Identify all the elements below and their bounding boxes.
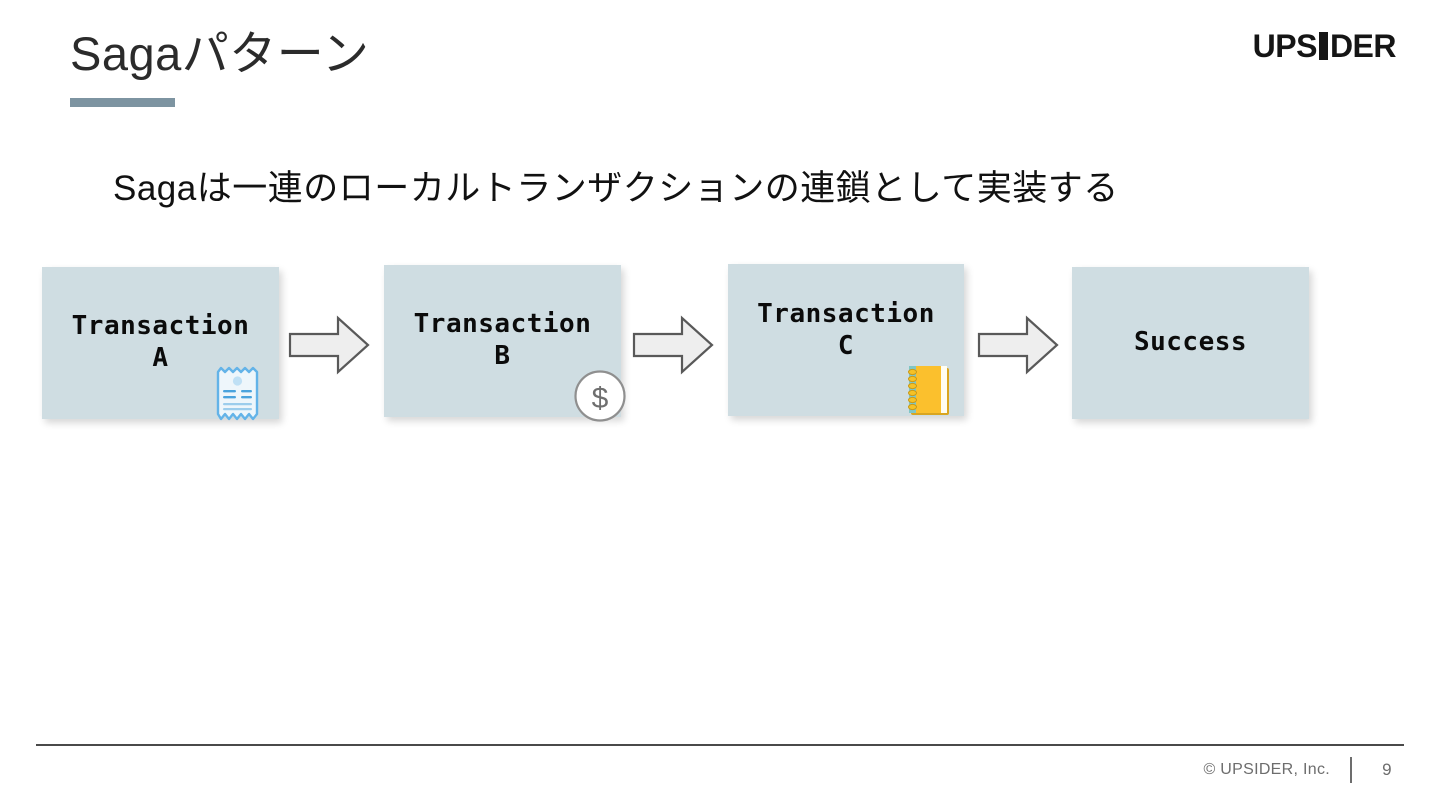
dollar-circle-icon: $ [573, 369, 627, 423]
footer-copyright: © UPSIDER, Inc. [1203, 761, 1330, 778]
receipt-icon [212, 366, 264, 422]
flow-step-transaction-b[interactable]: Transaction B [384, 265, 621, 417]
footer-separator [1350, 757, 1352, 783]
logo-text-part1: UPS [1252, 28, 1318, 64]
logo-i-bar-icon [1318, 32, 1328, 60]
flow-step-label: Success [1133, 327, 1248, 358]
right-arrow-icon [632, 314, 714, 376]
right-arrow-icon [977, 314, 1059, 376]
flow-step-label: Transaction B [413, 309, 592, 371]
flow-step-transaction-a[interactable]: Transaction A [42, 267, 279, 419]
right-arrow-icon [288, 314, 370, 376]
svg-text:$: $ [592, 382, 609, 415]
flow-step-success[interactable]: Success [1072, 267, 1309, 419]
notebook-icon [902, 362, 958, 420]
flow-step-label: Transaction C [757, 299, 935, 361]
logo-text-part2: DER [1329, 28, 1397, 64]
title-underline-accent [70, 98, 175, 107]
page-title: Sagaパターン [70, 27, 370, 80]
slide-subtitle: Sagaは一連のローカルトランザクションの連鎖として実装する [113, 169, 1119, 208]
footer-divider-rule [36, 744, 1404, 746]
flow-step-label: Transaction A [71, 311, 250, 373]
upsider-logo: UPS DER [1252, 28, 1397, 64]
footer: © UPSIDER, Inc. 9 [1203, 756, 1400, 784]
page-number: 9 [1382, 760, 1392, 779]
